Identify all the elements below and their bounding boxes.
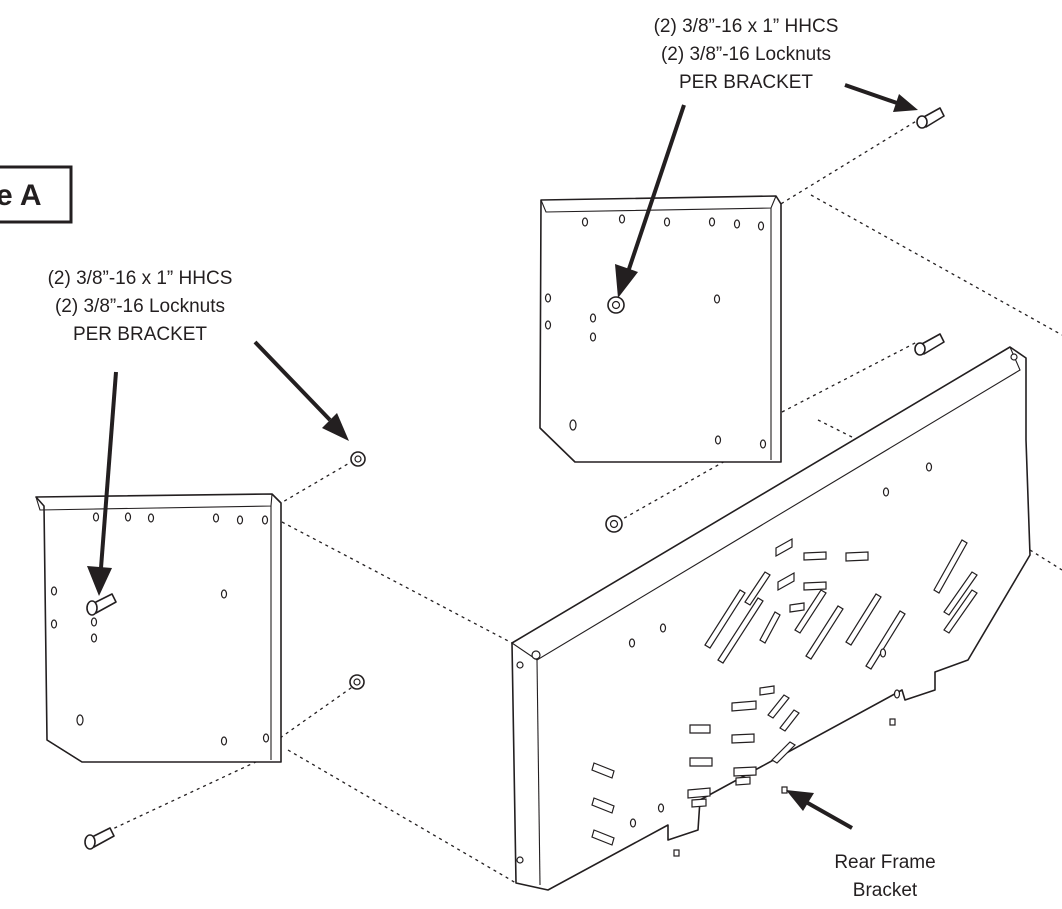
arrow-rear-frame bbox=[786, 790, 853, 830]
nut-upper-1 bbox=[607, 296, 625, 314]
callout-left-bracket: (2) 3/8”-16 x 1” HHCS (2) 3/8”-16 Locknu… bbox=[48, 268, 233, 345]
figure-label-box: e A bbox=[0, 165, 73, 224]
callout-rear-line1: Rear Frame bbox=[834, 852, 935, 873]
rear-frame-slots bbox=[591, 462, 978, 857]
arrow-left-to-bolt bbox=[87, 371, 118, 596]
callout-top-line3: PER BRACKET bbox=[679, 72, 813, 93]
callout-left-line1: (2) 3/8”-16 x 1” HHCS bbox=[48, 268, 233, 289]
arrow-left-to-nut bbox=[253, 340, 349, 441]
left-bracket-holes bbox=[50, 512, 270, 746]
left-bracket bbox=[35, 493, 282, 763]
callout-left-line2: (2) 3/8”-16 Locknuts bbox=[55, 296, 225, 317]
bolt-upper-1 bbox=[916, 107, 945, 129]
callout-rear-frame: Rear Frame Bracket bbox=[834, 852, 935, 901]
nut-left-1 bbox=[350, 451, 366, 467]
fasteners bbox=[84, 107, 945, 850]
callout-top-line1: (2) 3/8”-16 x 1” HHCS bbox=[654, 16, 839, 37]
callout-top-line2: (2) 3/8”-16 Locknuts bbox=[661, 44, 831, 65]
callout-left-line3: PER BRACKET bbox=[73, 324, 207, 345]
rear-frame-bracket bbox=[511, 346, 1031, 891]
leader-arrows bbox=[87, 83, 918, 830]
nut-upper-2 bbox=[605, 515, 623, 533]
bolt-left-2 bbox=[84, 827, 115, 850]
bolt-left-1 bbox=[86, 593, 117, 616]
upper-bracket-holes bbox=[544, 214, 767, 449]
upper-bracket bbox=[539, 195, 782, 463]
callout-top-bracket: (2) 3/8”-16 x 1” HHCS (2) 3/8”-16 Locknu… bbox=[654, 16, 839, 93]
nut-left-2 bbox=[349, 674, 365, 690]
bolt-upper-2 bbox=[914, 333, 945, 356]
arrow-top-to-nut bbox=[615, 104, 686, 298]
figure-label: e A bbox=[0, 179, 42, 212]
callout-rear-line2: Bracket bbox=[853, 880, 918, 901]
arrow-top-to-bolt bbox=[844, 83, 918, 112]
